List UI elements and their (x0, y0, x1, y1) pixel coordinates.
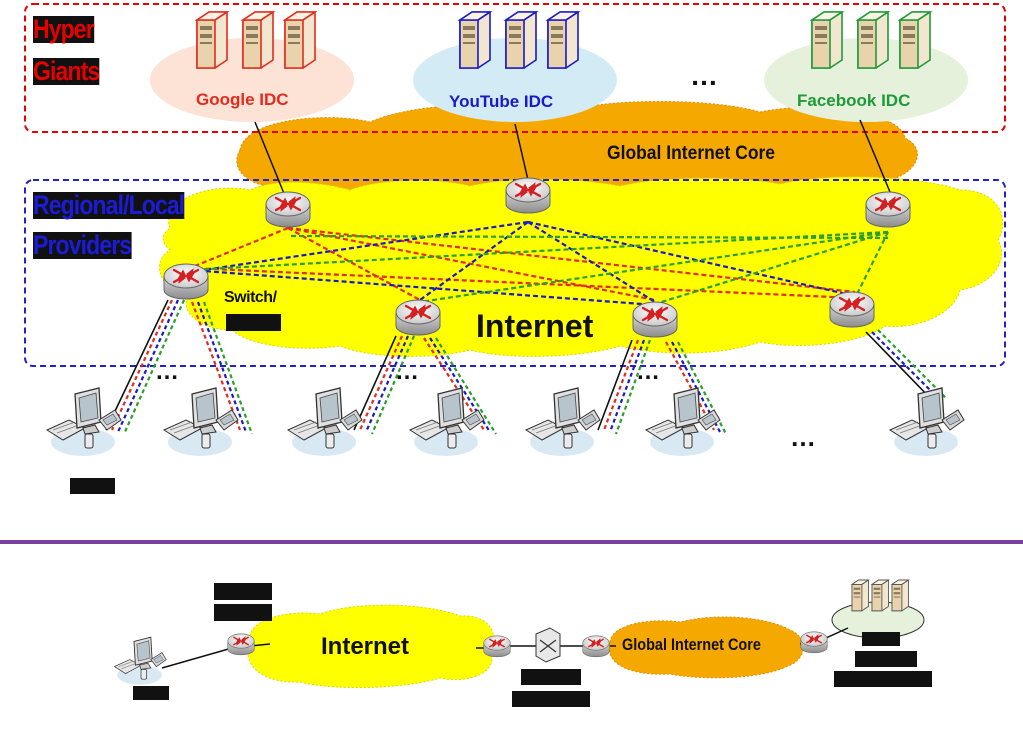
ellipsis-a: … (155, 358, 179, 385)
youtube-servers (459, 11, 579, 69)
hyper-giants-label-line2: Giants (33, 56, 100, 86)
access-links-wired (105, 299, 935, 431)
redacted-bottom-host (133, 686, 169, 700)
router-a (162, 262, 210, 301)
internet-label: Internet (476, 308, 594, 344)
ellipsis-c: … (636, 358, 660, 385)
redacted-router-label (226, 314, 281, 331)
bottom-global-core-label: Global Internet Core (622, 635, 761, 654)
bottom-router-1 (227, 633, 255, 656)
switch-label: Switch/ (224, 289, 277, 306)
router-d (828, 290, 876, 329)
router-youtube (504, 176, 552, 215)
bottom-idc-servers (851, 579, 909, 612)
router-b (394, 298, 442, 337)
google-idc-label: Google IDC (196, 90, 289, 109)
redacted-bottom-idc-1 (862, 632, 900, 646)
bottom-router-3 (582, 635, 610, 658)
router-google (264, 190, 312, 229)
peering-links (189, 220, 889, 307)
youtube-idc-label: YouTube IDC (449, 92, 554, 111)
section-divider (0, 540, 1023, 544)
facebook-servers (811, 11, 931, 69)
bottom-core-cloud (608, 616, 804, 679)
redacted-bottom-switch-2 (512, 691, 590, 707)
computer-2 (163, 387, 239, 457)
bottom-internet-label: Internet (321, 633, 410, 660)
redacted-bottom-switch-1 (521, 669, 581, 685)
bottom-computer (113, 636, 167, 686)
bottom-links (161, 627, 849, 669)
redacted-bottom-idc-2 (855, 651, 917, 667)
router-c (631, 300, 679, 339)
bottom-router-4 (800, 631, 828, 654)
hyper-giants-box (24, 3, 1006, 133)
computer-1 (46, 387, 122, 457)
bottom-internet-cloud (247, 604, 495, 689)
facebook-idc-label: Facebook IDC (797, 91, 911, 110)
redacted-bottom-label-2 (214, 604, 272, 621)
hyper-giants-label-line1: Hyper (33, 14, 95, 44)
google-servers (196, 11, 316, 69)
redacted-bottom-label-1 (214, 583, 272, 600)
computer-6 (645, 387, 721, 457)
internet-cloud (159, 176, 1004, 357)
access-links (111, 299, 947, 435)
redacted-bottom-idc-3 (834, 671, 932, 687)
computer-3 (287, 387, 363, 457)
bottom-router-2 (483, 635, 511, 658)
computer-7 (889, 387, 965, 457)
router-facebook (864, 190, 912, 229)
idc-ellipsis: … (690, 60, 718, 91)
bottom-switch (535, 627, 561, 663)
global-core-label: Global Internet Core (607, 143, 776, 164)
redacted-host-label (70, 478, 115, 494)
regional-label-line2: Providers (33, 230, 132, 260)
ellipsis-b: … (395, 358, 419, 385)
computer-5 (525, 387, 601, 457)
ellipsis-d: … (790, 422, 816, 452)
regional-label-line1: Regional/Local (33, 190, 185, 220)
